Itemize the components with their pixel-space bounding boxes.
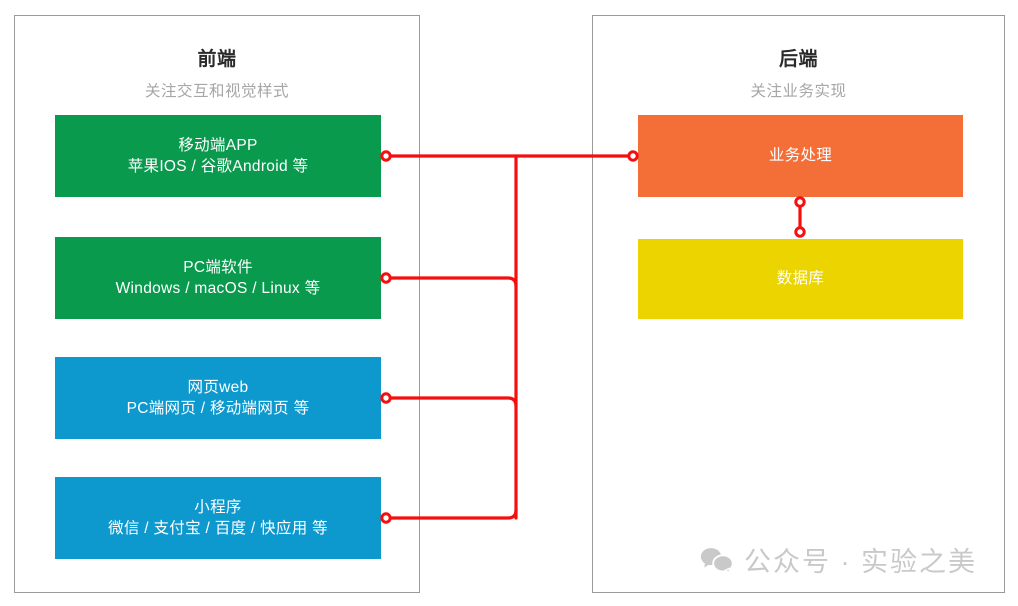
node-miniprogram-line2: 微信 / 支付宝 / 百度 / 快应用 等 — [108, 520, 328, 537]
wechat-icon — [700, 547, 734, 574]
watermark: 公众号 · 实验之美 — [700, 540, 977, 579]
node-pc-software-line1: PC端软件 — [183, 258, 253, 276]
node-miniprogram-line1: 小程序 — [194, 498, 242, 516]
node-database[interactable]: 数据库 — [638, 239, 963, 319]
backend-panel-subtitle: 关注业务实现 — [750, 83, 847, 100]
node-pc-software[interactable]: PC端软件 Windows / macOS / Linux 等 — [55, 237, 381, 319]
node-business-processing-label: 业务处理 — [768, 147, 833, 165]
node-mobile-app-line2: 苹果IOS / 谷歌Android 等 — [127, 158, 309, 175]
node-database-label: 数据库 — [776, 270, 825, 288]
node-business-processing[interactable]: 业务处理 — [638, 115, 963, 197]
node-web-line2: PC端网页 / 移动端网页 等 — [126, 400, 310, 417]
node-mobile-app[interactable]: 移动端APP 苹果IOS / 谷歌Android 等 — [55, 115, 381, 197]
node-miniprogram[interactable]: 小程序 微信 / 支付宝 / 百度 / 快应用 等 — [55, 477, 381, 559]
node-web[interactable]: 网页web PC端网页 / 移动端网页 等 — [55, 357, 381, 439]
backend-panel-title: 后端 — [778, 49, 818, 70]
node-web-line1: 网页web — [187, 378, 249, 396]
frontend-panel-subtitle: 关注交互和视觉样式 — [144, 83, 289, 100]
frontend-panel-title: 前端 — [197, 49, 237, 70]
node-pc-software-line2: Windows / macOS / Linux 等 — [115, 280, 321, 297]
node-mobile-app-line1: 移动端APP — [178, 136, 258, 154]
watermark-text: 公众号 · 实验之美 — [744, 547, 977, 577]
